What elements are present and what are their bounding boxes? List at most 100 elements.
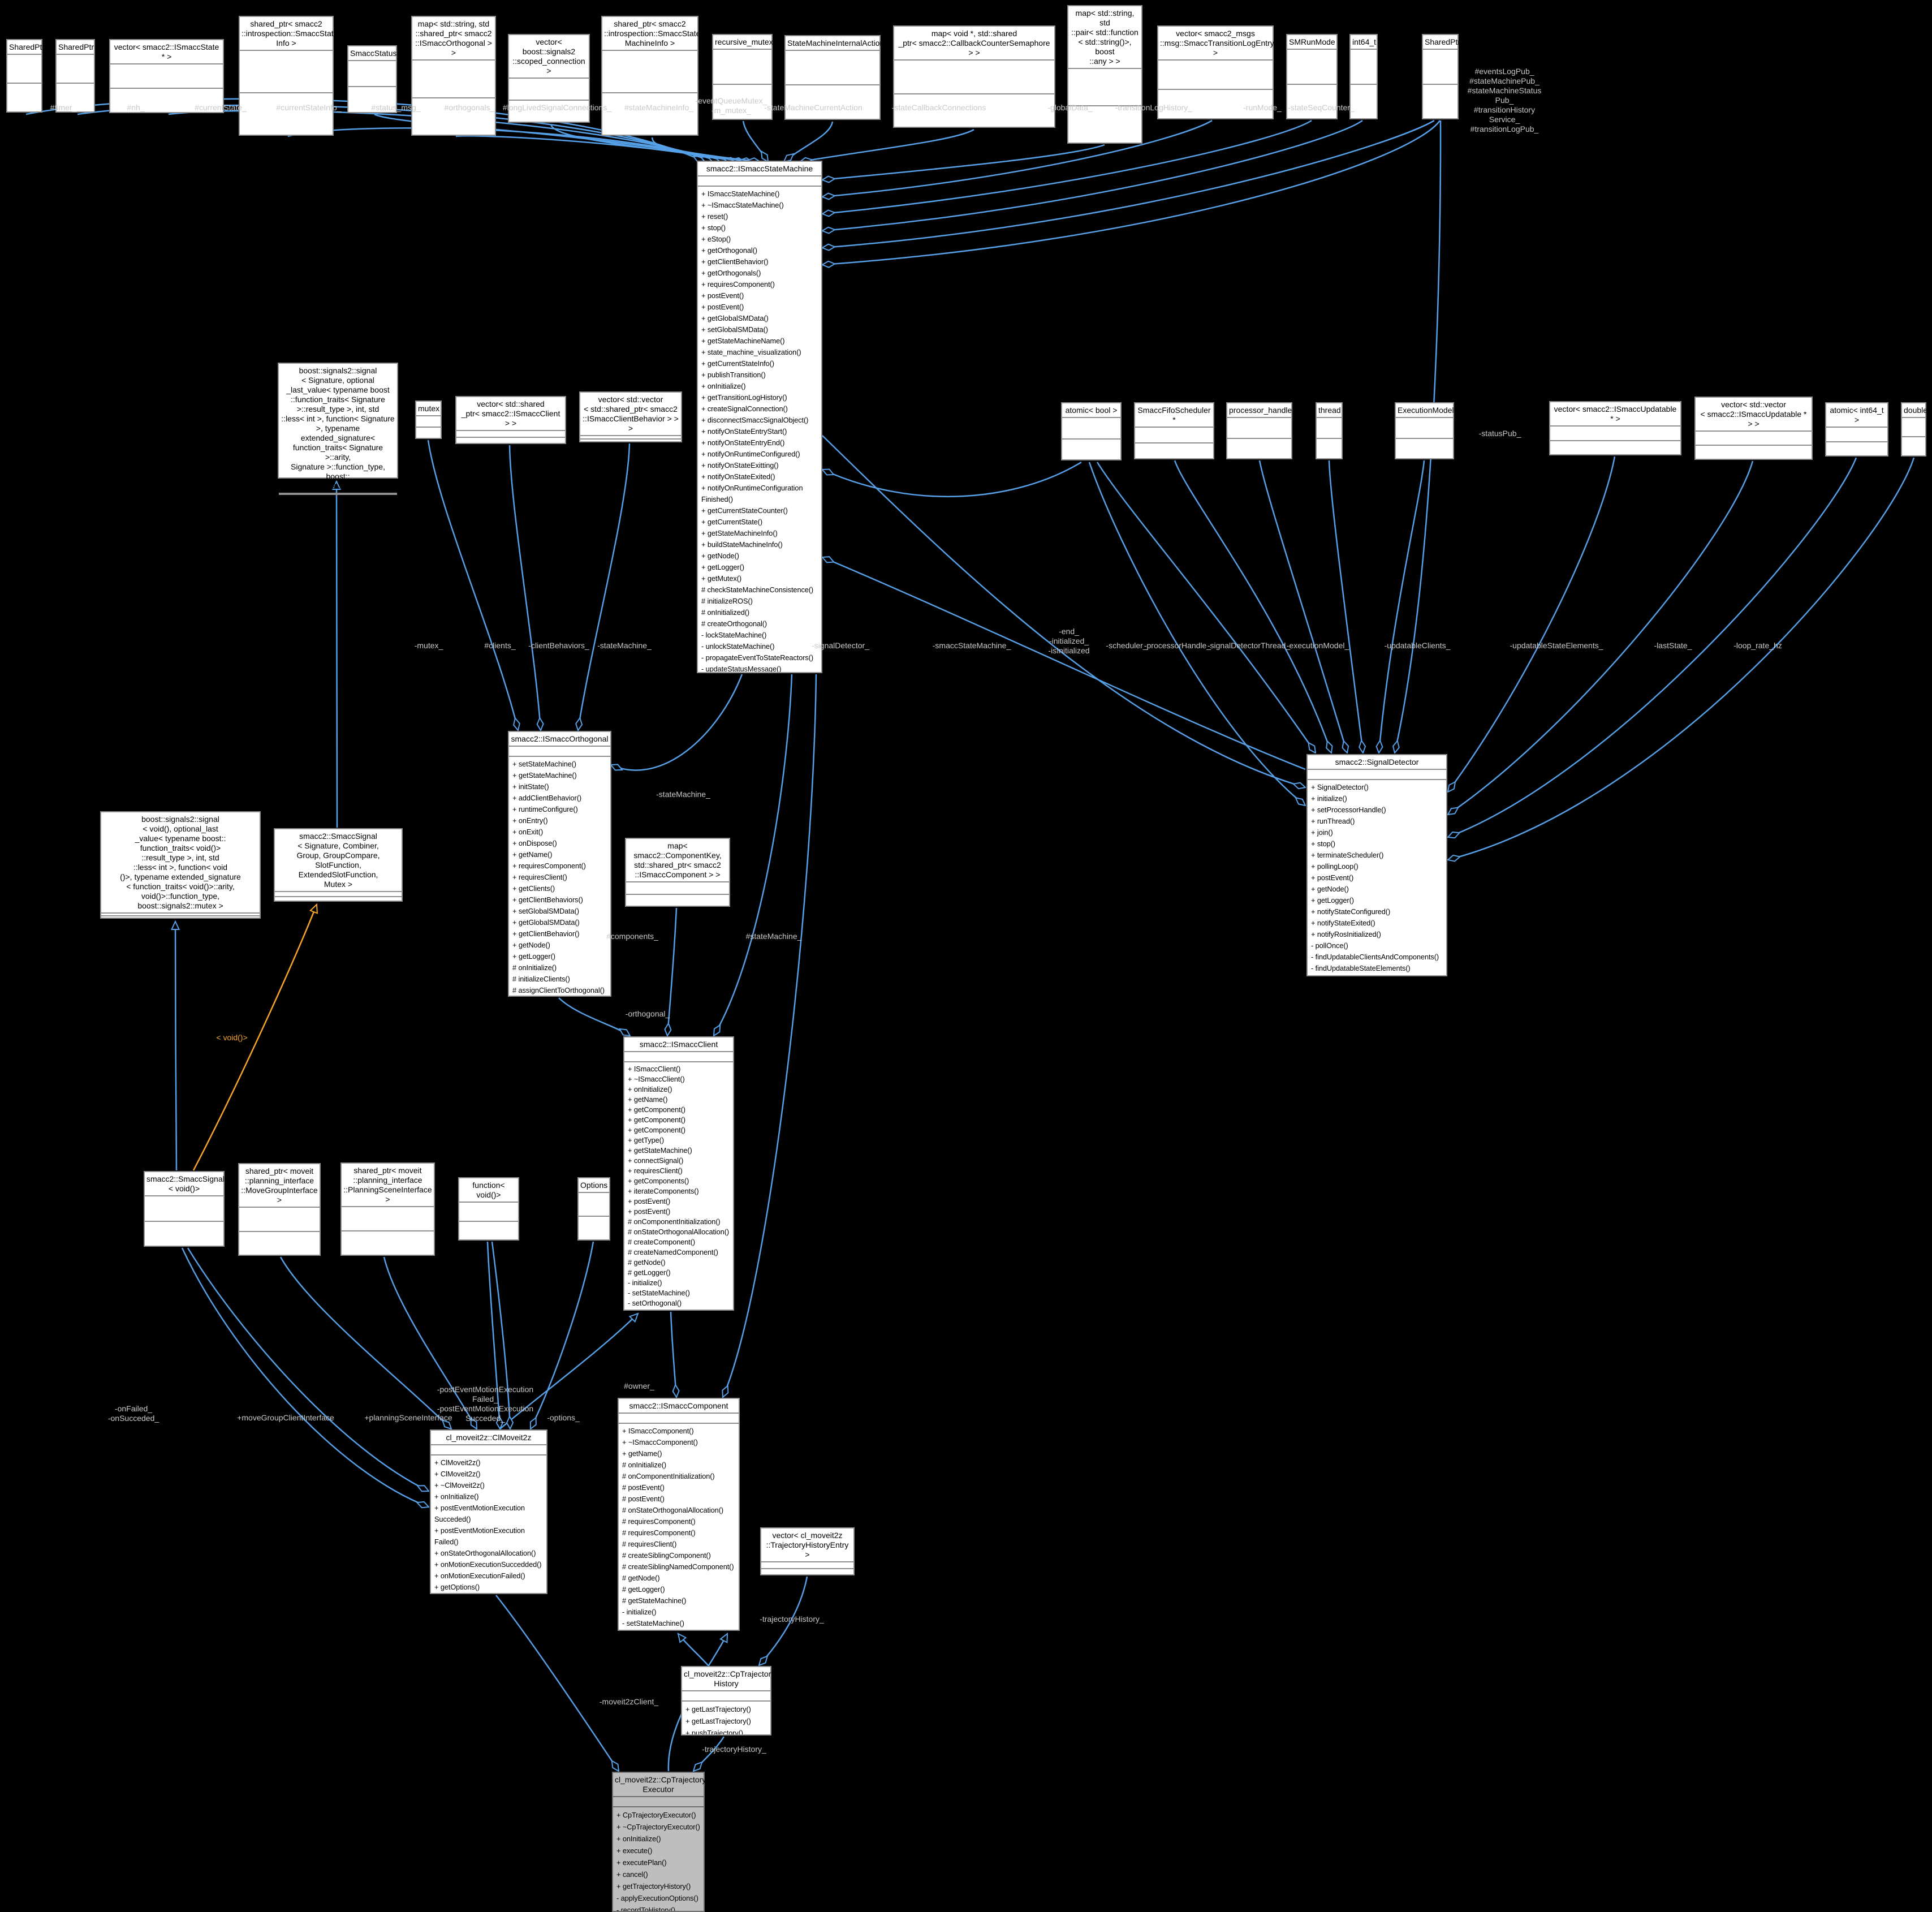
class-execModel[interactable]: ExecutionModel: [1395, 402, 1454, 459]
class-thread[interactable]: thread: [1316, 402, 1343, 459]
class-vecVecUpd[interactable]: vector< std::vector < smacc2::ISmaccUpda…: [1694, 397, 1813, 460]
compartment-empty: [416, 415, 441, 427]
class-mgi[interactable]: shared_ptr< moveit ::planning_interface …: [238, 1163, 321, 1256]
class-boostSig[interactable]: boost::signals2::signal < Signature, opt…: [278, 363, 398, 495]
class-sm-title: smacc2::ISmaccStateMachine: [706, 164, 813, 173]
compartment-empty: [602, 50, 697, 92]
class-atomicInt[interactable]: atomic< int64_t >: [1825, 402, 1888, 457]
method: + getCurrentStateCounter(): [701, 506, 788, 515]
class-t3[interactable]: vector< smacc2::ISmaccState * >: [109, 39, 224, 113]
class-t4[interactable]: shared_ptr< smacc2 ::introspection::Smac…: [239, 16, 338, 136]
compartment-empty: [894, 93, 1054, 127]
method: # createComponent(): [628, 1238, 696, 1246]
method: + getMutex(): [701, 574, 741, 583]
method: + join(): [1311, 828, 1333, 837]
compartment-empty: [579, 1192, 609, 1216]
method: + runThread(): [1311, 817, 1355, 825]
method: # getNode(): [622, 1574, 660, 1582]
method: + setProcessorHandle(): [1311, 806, 1386, 814]
class-hist[interactable]: cl_moveit2z::CpTrajectory History+ getLa…: [681, 1666, 775, 1736]
class-t5[interactable]: SmaccStatus: [347, 45, 397, 113]
class-atomicBool[interactable]: atomic< bool >: [1061, 402, 1122, 460]
method: # onStateOrthogonalAllocation(): [628, 1228, 730, 1236]
class-vecUpd[interactable]: vector< smacc2::ISmaccUpdatable * >: [1549, 401, 1681, 455]
class-t7[interactable]: vector< boost::signals2 ::scoped_connect…: [508, 34, 590, 123]
class-dbl[interactable]: double: [1901, 402, 1927, 457]
compartment-empty: [101, 915, 260, 918]
method: + postEvent(): [628, 1197, 671, 1205]
compartment-empty: [1062, 417, 1120, 438]
method: # createSiblingComponent(): [622, 1551, 711, 1560]
method: + postEvent(): [1311, 873, 1354, 882]
class-t9[interactable]: recursive_mutex: [712, 34, 773, 120]
class-client[interactable]: smacc2::ISmaccClient+ ISmaccClient()+ ~I…: [623, 1036, 734, 1311]
class-psi[interactable]: shared_ptr< moveit ::planning_interface …: [340, 1162, 435, 1256]
class-vecTraj[interactable]: vector< cl_moveit2z ::TrajectoryHistoryE…: [760, 1527, 855, 1575]
method: + stop(): [701, 223, 726, 232]
class-client-methods: + ISmaccClient()+ ~ISmaccClient()+ onIni…: [624, 1061, 733, 1310]
class-t16[interactable]: SharedPtr: [1422, 34, 1460, 119]
class-options-title: Options: [580, 1181, 608, 1190]
method: + onInitialize(): [628, 1085, 672, 1093]
compartment-empty: [1696, 430, 1812, 445]
class-mapComponents[interactable]: map< smacc2::ComponentKey, std::shared_p…: [625, 838, 730, 907]
method: + getCurrentStateInfo(): [701, 359, 774, 368]
class-fnVoid[interactable]: function< void()>: [458, 1177, 519, 1241]
method: + reset(): [701, 212, 728, 221]
method: + onEntry(): [512, 816, 548, 825]
method: + notifyOnStateExitting(): [701, 461, 779, 470]
method: + ~ISmaccStateMachine(): [701, 201, 784, 209]
compartment-empty: [1068, 68, 1141, 105]
class-procHandle[interactable]: processor_handle: [1226, 402, 1292, 459]
class-options[interactable]: Options: [577, 1177, 610, 1241]
class-t12-title: map< std::string, std ::pair< std::funct…: [1071, 8, 1138, 66]
class-sm[interactable]: smacc2::ISmaccStateMachine+ ISmaccStateM…: [697, 161, 822, 673]
compartment-empty: [1423, 83, 1457, 119]
class-t3-title: vector< smacc2::ISmaccState * >: [114, 42, 219, 61]
method: # getLogger(): [622, 1585, 665, 1594]
class-t14-title: SMRunMode: [1289, 37, 1335, 46]
class-t8[interactable]: shared_ptr< smacc2 ::introspection::Smac…: [601, 16, 700, 136]
method: + notifyRosInitialized(): [1311, 930, 1381, 938]
class-clm[interactable]: cl_moveit2z::ClMoveit2z+ ClMoveit2z()+ C…: [430, 1429, 547, 1594]
compartment-empty: [1396, 417, 1453, 438]
method: + ~CpTrajectoryExecutor(): [616, 1823, 700, 1831]
class-boostVoid-title: boost::signals2::signal < void(), option…: [120, 815, 241, 910]
class-t1[interactable]: SharedPtr: [6, 39, 45, 113]
method: + connectSignal(): [628, 1156, 684, 1165]
compartment-empty: [57, 54, 94, 83]
class-t2[interactable]: SharedPtr: [55, 39, 95, 113]
class-t13[interactable]: vector< smacc2_msgs ::msg::SmaccTransiti…: [1157, 25, 1274, 119]
class-t10[interactable]: StateMachineInternalAction: [784, 35, 884, 120]
class-vecBehaviors[interactable]: vector< std::vector < std::shared_ptr< s…: [579, 391, 682, 442]
class-smaccSigT[interactable]: smacc2::SmaccSignal < Signature, Combine…: [274, 828, 403, 902]
class-vecClients-title: vector< std::shared _ptr< smacc2::ISmacc…: [461, 399, 560, 428]
class-t12[interactable]: map< std::string, std ::pair< std::funct…: [1067, 5, 1142, 144]
class-sigdet[interactable]: smacc2::SignalDetector+ SignalDetector()…: [1306, 754, 1447, 976]
class-t6[interactable]: map< std::string, std ::shared_ptr< smac…: [411, 16, 496, 136]
class-mutex[interactable]: mutex: [415, 401, 442, 439]
class-boostVoid[interactable]: boost::signals2::signal < void(), option…: [100, 811, 261, 919]
method: + notifyOnRuntimeConfigured(): [701, 450, 800, 458]
class-fifoSched[interactable]: SmaccFifoScheduler *: [1134, 402, 1214, 459]
compartment-empty: [894, 59, 1054, 93]
class-sm-methods: + ISmaccStateMachine()+ ~ISmaccStateMach…: [698, 186, 821, 672]
class-t11[interactable]: map< void *, std::shared _ptr< smacc2::C…: [893, 25, 1055, 128]
class-t14[interactable]: SMRunMode: [1286, 34, 1338, 119]
method: - applyExecutionOptions(): [616, 1894, 698, 1902]
class-orth[interactable]: smacc2::ISmaccOrthogonal+ setStateMachin…: [508, 731, 611, 997]
compartment-empty: [1696, 445, 1812, 459]
method: - updateStatusMessage(): [701, 665, 782, 672]
method: - setStateMachine(): [628, 1289, 690, 1297]
method: + notifyStateExited(): [1311, 919, 1375, 927]
class-t15[interactable]: int64_t: [1349, 34, 1378, 119]
method: + getClients(): [512, 884, 555, 893]
method: - initialize(): [622, 1608, 657, 1616]
method: + getLogger(): [512, 952, 555, 961]
class-vecClients[interactable]: vector< std::shared _ptr< smacc2::ISmacc…: [455, 396, 566, 444]
class-hist-title: cl_moveit2z::CpTrajectory History: [684, 1669, 775, 1688]
class-comp[interactable]: smacc2::ISmaccComponent+ ISmaccComponent…: [618, 1398, 740, 1631]
class-smaccSigV[interactable]: smacc2::SmaccSignal < void()>: [144, 1171, 225, 1247]
class-exec[interactable]: cl_moveit2z::CpTrajectory Executor+ CpTr…: [612, 1772, 706, 1912]
